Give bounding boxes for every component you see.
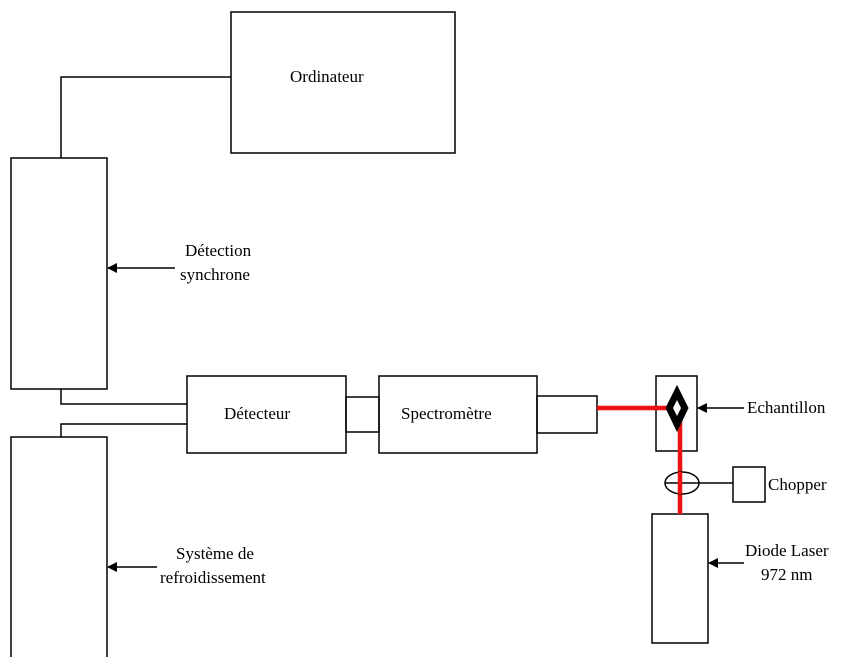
- detection-synchrone-box: [10, 157, 108, 390]
- diode-laser-box: [651, 513, 709, 644]
- spectrometre-label: Spectromètre: [401, 404, 492, 423]
- diode-laser-label-line1: Diode Laser: [745, 541, 829, 560]
- diode-laser-label-line2: 972 nm: [761, 565, 813, 584]
- laser-beam: [597, 405, 683, 514]
- wire-detection-detecteur: [60, 389, 187, 405]
- wire-refroidissement-detecteur: [60, 423, 187, 437]
- chopper-label: Chopper: [768, 475, 827, 494]
- echantillon-label: Echantillon: [747, 398, 826, 417]
- echantillon-holder-box: [655, 375, 698, 452]
- chopper-box: [732, 466, 766, 503]
- ordinateur-label: Ordinateur: [290, 67, 364, 86]
- spectro-output-box: [536, 395, 598, 434]
- ordinateur-box: [230, 11, 456, 154]
- detection-label-line2: synchrone: [180, 265, 250, 284]
- refroidissement-box: [10, 436, 108, 657]
- detection-label-line1: Détection: [185, 241, 252, 260]
- coupler-box: [345, 396, 380, 433]
- wire-ordinateur-detection: [60, 76, 231, 158]
- diamond-inner-icon: [673, 400, 681, 416]
- refroidissement-label-line2: refroidissement: [160, 568, 266, 587]
- detecteur-label: Détecteur: [224, 404, 291, 423]
- refroidissement-label-line1: Système de: [176, 544, 254, 563]
